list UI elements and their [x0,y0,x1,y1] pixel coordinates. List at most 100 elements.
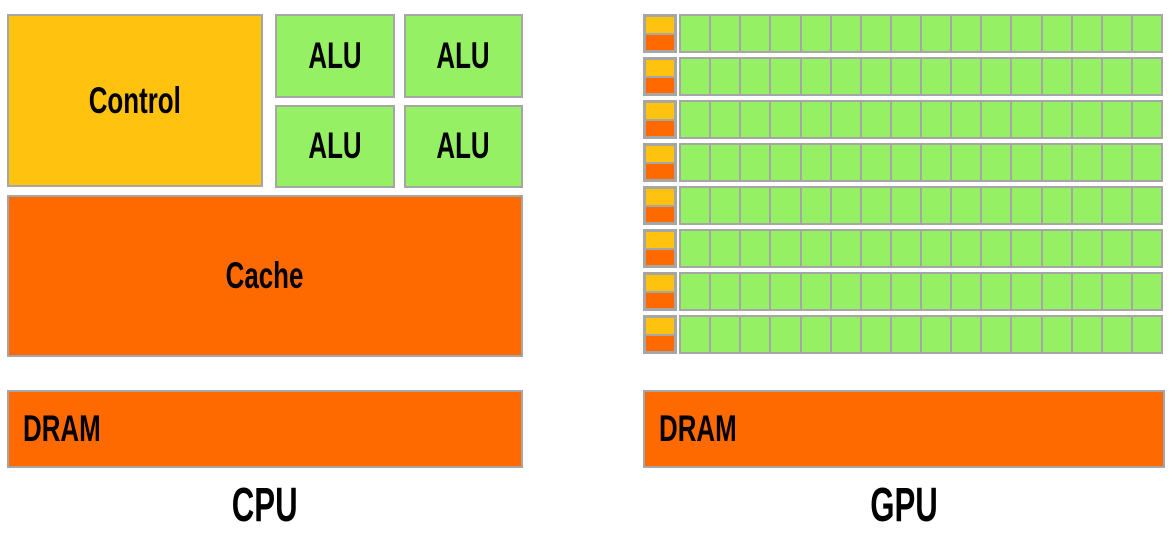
gpu-alu-cell [711,188,740,223]
gpu-alu-cell [891,102,920,137]
gpu-alu-cell [891,231,920,266]
gpu-alu-cell [1102,102,1131,137]
gpu-alu-cell [1072,145,1101,180]
gpu-alu-cell [952,231,981,266]
gpu-alu-cell [1102,274,1131,309]
gpu-alu-cell [982,59,1011,94]
gpu-alu-cell [801,145,830,180]
gpu-alu-cell [831,16,860,51]
gpu-alu-cell [952,145,981,180]
cpu-control-box: Control [7,14,263,187]
gpu-alu-cell [982,231,1011,266]
gpu-alu-cell [771,317,800,352]
gpu-row [643,143,1165,182]
gpu-control-cache-block [643,143,677,182]
gpu-alu-cell [1042,188,1071,223]
gpu-dram-label: DRAM [659,408,737,449]
gpu-alu-cell [861,145,890,180]
gpu-alu-cell [711,317,740,352]
gpu-alu-cell [801,188,830,223]
gpu-row [643,272,1165,311]
gpu-alu-cell [1012,16,1041,51]
gpu-alu-cell [741,16,770,51]
cpu-alu-grid: ALU ALU ALU ALU [275,14,523,188]
gpu-control-cache-block [643,14,677,53]
gpu-row [643,100,1165,139]
gpu-alu-cell [1012,317,1041,352]
gpu-alu-cell [952,188,981,223]
gpu-alu-cell [1102,231,1131,266]
gpu-alu-cell [1132,231,1161,266]
gpu-row [643,315,1165,354]
gpu-alu-cell [831,317,860,352]
gpu-row [643,14,1165,53]
gpu-alu-cell [1042,59,1071,94]
gpu-row [643,229,1165,268]
gpu-alu-cell [831,274,860,309]
gpu-alu-cell [741,145,770,180]
gpu-alu-cell [711,231,740,266]
cpu-title-text: CPU [232,479,298,532]
gpu-alu-cell [922,102,951,137]
gpu-alu-cell [741,274,770,309]
gpu-control-cell [646,60,674,76]
gpu-rows [643,14,1165,354]
gpu-alu-cell [861,188,890,223]
gpu-panel: DRAM GPU [643,14,1165,533]
gpu-alu-cell [861,102,890,137]
gpu-alu-cell [1012,231,1041,266]
gpu-alu-cell [771,102,800,137]
gpu-control-cell [646,232,674,248]
gpu-alu-cell [771,274,800,309]
gpu-alu-cell [861,59,890,94]
gpu-cache-cell [646,292,674,308]
gpu-alu-cell [1072,274,1101,309]
gpu-alu-cell [741,231,770,266]
gpu-alu-cell [711,102,740,137]
gpu-alu-cell [1072,317,1101,352]
gpu-alu-cell [922,231,951,266]
gpu-alu-strip [679,14,1163,53]
gpu-alu-cell [861,274,890,309]
gpu-alu-cell [891,317,920,352]
gpu-alu-cell [952,317,981,352]
gpu-alu-cell [711,59,740,94]
gpu-alu-cell [711,16,740,51]
gpu-alu-cell [831,102,860,137]
gpu-alu-cell [771,59,800,94]
gpu-cache-cell [646,77,674,93]
gpu-alu-cell [741,102,770,137]
gpu-cache-cell [646,335,674,351]
gpu-alu-cell [741,188,770,223]
gpu-alu-cell [801,231,830,266]
gpu-alu-cell [1012,102,1041,137]
gpu-alu-cell [801,59,830,94]
gpu-alu-cell [982,16,1011,51]
gpu-alu-strip [679,272,1163,311]
gpu-alu-cell [1102,16,1131,51]
gpu-cache-cell [646,249,674,265]
gpu-alu-cell [1012,59,1041,94]
gpu-alu-cell [1132,317,1161,352]
gpu-dram-box: DRAM [643,390,1165,468]
gpu-alu-cell [831,231,860,266]
gpu-alu-cell [801,274,830,309]
cpu-top-section: Control ALU ALU ALU ALU [7,14,523,188]
gpu-alu-cell [741,317,770,352]
gpu-alu-cell [1102,188,1131,223]
gpu-alu-cell [1072,231,1101,266]
gpu-alu-cell [891,145,920,180]
gpu-alu-cell [831,188,860,223]
cpu-dram-label: DRAM [23,408,101,449]
gpu-alu-cell [982,317,1011,352]
gpu-control-cache-block [643,100,677,139]
gpu-alu-cell [771,145,800,180]
gpu-alu-cell [1132,102,1161,137]
gpu-control-cell [646,146,674,162]
gpu-alu-cell [1042,102,1071,137]
gpu-alu-cell [831,59,860,94]
cpu-cache-label: Cache [226,255,304,296]
gpu-alu-strip [679,186,1163,225]
gpu-alu-cell [861,231,890,266]
gpu-alu-cell [1042,274,1071,309]
